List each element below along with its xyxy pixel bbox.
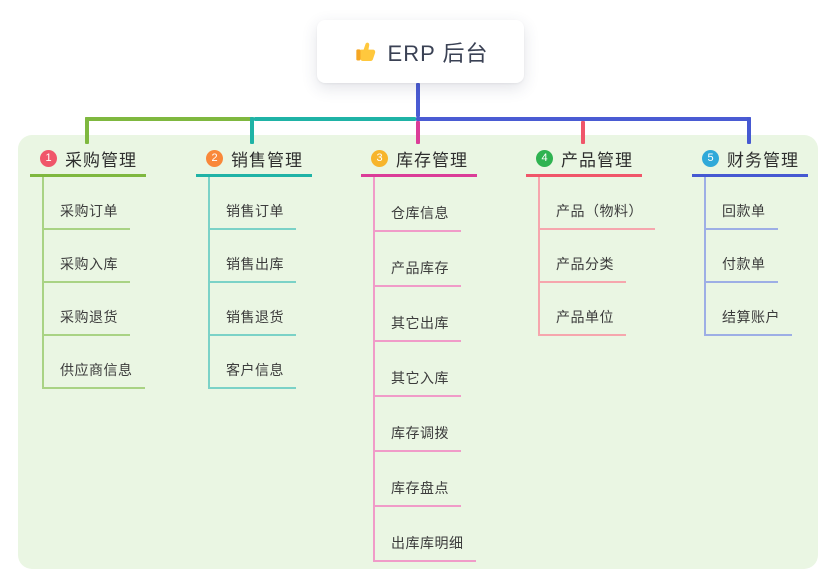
root-stem-line <box>416 83 420 117</box>
child-node[interactable]: 销售出库 <box>210 254 296 283</box>
child-node[interactable]: 销售退货 <box>210 307 296 336</box>
root-node[interactable]: ERP 后台 <box>317 20 524 83</box>
branch-label: 采购管理 <box>65 150 137 170</box>
branch-children: 采购订单采购入库采购退货供应商信息 <box>42 177 146 389</box>
child-node[interactable]: 采购订单 <box>44 201 130 230</box>
branch-drop-line <box>747 117 751 144</box>
child-row: 仓库信息 <box>375 177 477 232</box>
child-row: 采购退货 <box>44 283 146 336</box>
branch-node[interactable]: 2 销售管理 <box>196 146 312 177</box>
child-row: 其它入库 <box>375 342 477 397</box>
bus-segment-1 <box>85 117 254 121</box>
child-row: 产品分类 <box>540 230 642 283</box>
child-node[interactable]: 产品分类 <box>540 254 626 283</box>
child-node[interactable]: 销售订单 <box>210 201 296 230</box>
bus-segment-2 <box>254 117 416 121</box>
child-node[interactable]: 产品（物料） <box>540 201 655 230</box>
child-row: 采购入库 <box>44 230 146 283</box>
child-row: 销售退货 <box>210 283 312 336</box>
branch-children: 回款单付款单结算账户 <box>704 177 808 336</box>
branch-number-badge: 2 <box>206 149 223 167</box>
child-row: 产品库存 <box>375 232 477 287</box>
branch-drop-line <box>85 117 89 144</box>
branch-drop-line <box>250 117 254 144</box>
child-row: 回款单 <box>706 177 808 230</box>
branch-label: 财务管理 <box>727 150 799 170</box>
child-row: 出库库明细 <box>375 507 477 562</box>
branch-children: 销售订单销售出库销售退货客户信息 <box>208 177 312 389</box>
child-node[interactable]: 库存盘点 <box>375 478 461 507</box>
branch-node[interactable]: 1 采购管理 <box>30 146 146 177</box>
child-node[interactable]: 产品单位 <box>540 307 626 336</box>
child-row: 产品（物料） <box>540 177 655 230</box>
branch-node[interactable]: 3 库存管理 <box>361 146 477 177</box>
branch-number-badge: 1 <box>40 149 57 167</box>
branch-children: 仓库信息产品库存其它出库其它入库库存调拨库存盘点出库库明细 <box>373 177 477 562</box>
branch-number-badge: 4 <box>536 149 553 167</box>
child-node[interactable]: 采购退货 <box>44 307 130 336</box>
child-row: 其它出库 <box>375 287 477 342</box>
branch-1: 1 采购管理采购订单采购入库采购退货供应商信息 <box>30 146 146 389</box>
root-label: ERP 后台 <box>387 40 489 66</box>
child-node[interactable]: 其它入库 <box>375 368 461 397</box>
child-node[interactable]: 采购入库 <box>44 254 130 283</box>
branch-number-badge: 5 <box>702 149 719 167</box>
child-node[interactable]: 库存调拨 <box>375 423 461 452</box>
child-row: 产品单位 <box>540 283 642 336</box>
child-row: 库存盘点 <box>375 452 477 507</box>
child-node[interactable]: 付款单 <box>706 254 778 283</box>
child-node[interactable]: 产品库存 <box>375 258 461 287</box>
child-node[interactable]: 客户信息 <box>210 360 296 389</box>
branch-number-badge: 3 <box>371 149 388 167</box>
branch-node[interactable]: 5 财务管理 <box>692 146 808 177</box>
branch-drop-line <box>416 121 420 144</box>
child-node[interactable]: 回款单 <box>706 201 778 230</box>
child-row: 结算账户 <box>706 283 808 336</box>
thumbs-up-icon <box>353 39 378 64</box>
child-row: 库存调拨 <box>375 397 477 452</box>
branch-5: 5 财务管理回款单付款单结算账户 <box>692 146 808 336</box>
child-row: 采购订单 <box>44 177 146 230</box>
branch-drop-line <box>581 121 585 144</box>
branch-2: 2 销售管理销售订单销售出库销售退货客户信息 <box>196 146 312 389</box>
child-row: 付款单 <box>706 230 808 283</box>
child-row: 销售订单 <box>210 177 312 230</box>
child-row: 客户信息 <box>210 336 312 389</box>
branch-node[interactable]: 4 产品管理 <box>526 146 642 177</box>
branches-panel <box>18 135 818 569</box>
branch-label: 产品管理 <box>561 150 633 170</box>
branch-3: 3 库存管理仓库信息产品库存其它出库其它入库库存调拨库存盘点出库库明细 <box>361 146 477 562</box>
child-node[interactable]: 仓库信息 <box>375 203 461 232</box>
branch-label: 库存管理 <box>396 150 468 170</box>
child-node[interactable]: 其它出库 <box>375 313 461 342</box>
branch-label: 销售管理 <box>231 150 303 170</box>
child-row: 供应商信息 <box>44 336 146 389</box>
branch-4: 4 产品管理产品（物料） 产品分类产品单位 <box>526 146 655 336</box>
child-node[interactable]: 结算账户 <box>706 307 792 336</box>
child-node[interactable]: 供应商信息 <box>44 360 145 389</box>
bus-segment-3 <box>416 117 751 121</box>
child-row: 销售出库 <box>210 230 312 283</box>
branch-children: 产品（物料） 产品分类产品单位 <box>538 177 655 336</box>
child-node[interactable]: 出库库明细 <box>375 533 476 562</box>
